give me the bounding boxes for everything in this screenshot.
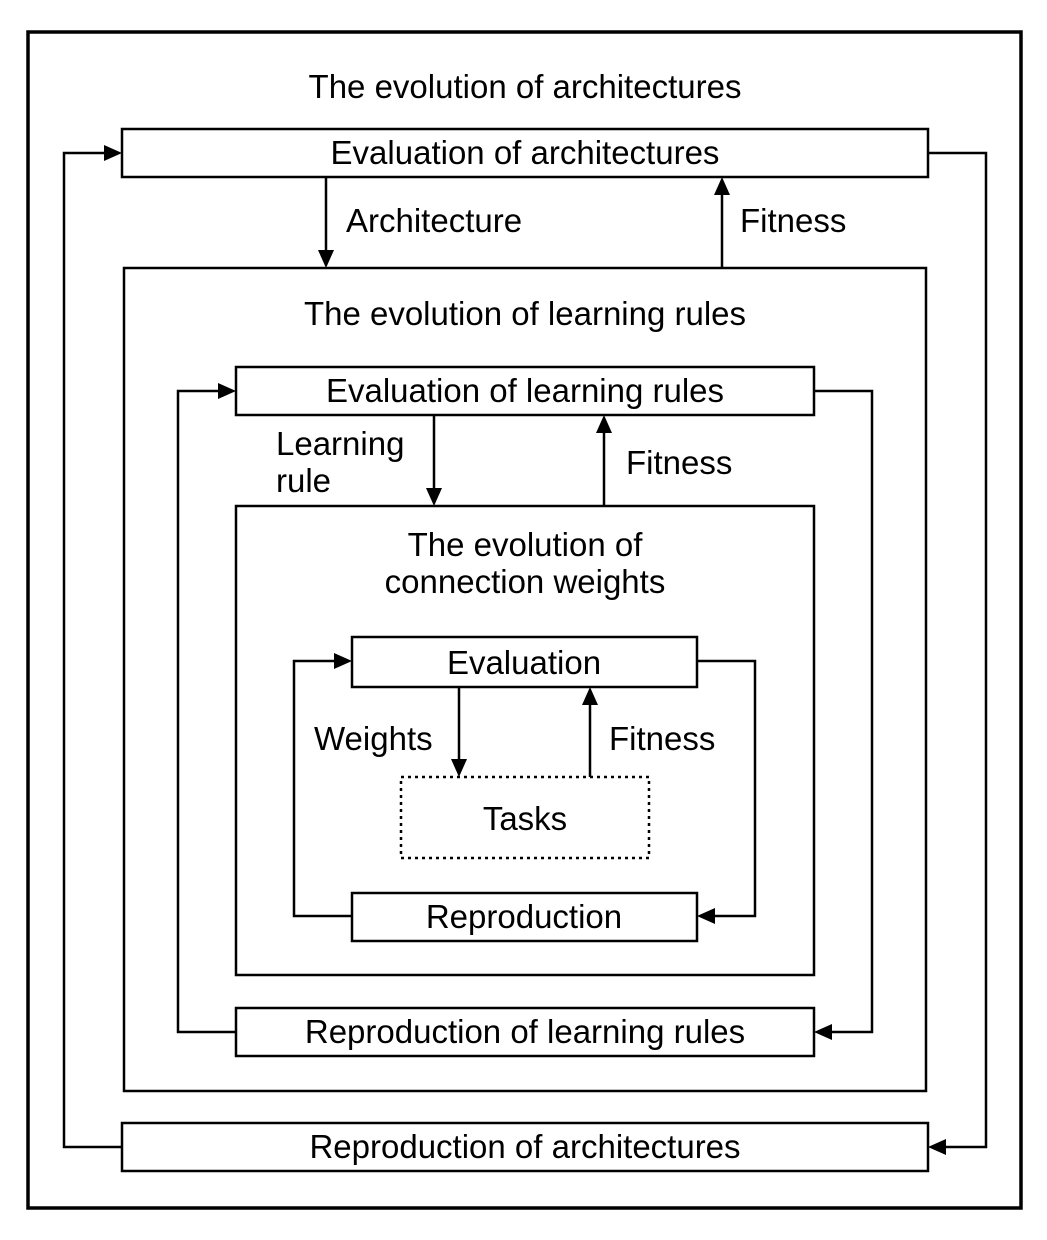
learning-rules-fitness-arrowhead: [596, 415, 612, 433]
evaluation-label: Evaluation: [447, 644, 601, 681]
architecture-arrowhead: [318, 250, 334, 268]
weights-arrowhead: [451, 759, 467, 777]
reproduction-of-architectures-box: [120, 1121, 930, 1173]
learning-rules-level-title: The evolution of learning rules: [304, 295, 746, 332]
evaluation-box: [350, 635, 699, 689]
evaluation-of-learning-rules-label: Evaluation of learning rules: [326, 372, 724, 409]
learning-rule-arrowhead: [426, 488, 442, 506]
tasks-label: Tasks: [483, 800, 567, 837]
learning-rules-fitness-label: Fitness: [626, 444, 732, 481]
reproduction-box: [350, 891, 699, 943]
learning-rules-left-loop-line: [176, 389, 236, 1034]
architecture-left-loop-arrowhead: [104, 145, 122, 161]
weights-label: Weights: [314, 720, 433, 757]
connection-weights-title-line1: The evolution of: [408, 526, 644, 563]
tasks-box: [399, 775, 651, 860]
evaluation-of-learning-rules-box: [234, 365, 816, 417]
learning-rule-label-line2: rule: [276, 462, 331, 499]
architecture-left-loop-line: [62, 151, 122, 1149]
weights-right-loop-arrowhead: [697, 908, 715, 924]
connection-weights-title-line2: connection weights: [385, 563, 666, 600]
connection-weights-frame: [234, 504, 816, 977]
learning-rules-left-loop-arrowhead: [218, 383, 236, 399]
reproduction-of-architectures-label: Reproduction of architectures: [309, 1128, 740, 1165]
architecture-level-title: The evolution of architectures: [309, 68, 742, 105]
weights-left-loop-line: [292, 659, 352, 918]
learning-rules-frame: [122, 266, 928, 1093]
reproduction-of-learning-rules-label: Reproduction of learning rules: [305, 1013, 745, 1050]
architecture-fitness-label: Fitness: [740, 202, 846, 239]
learning-rule-label-line1: Learning: [276, 425, 404, 462]
architecture-right-loop-arrowhead: [928, 1139, 946, 1155]
evaluation-of-architectures-label: Evaluation of architectures: [331, 134, 720, 171]
weights-left-loop-arrowhead: [334, 653, 352, 669]
weights-right-loop-line: [697, 659, 757, 918]
learning-rules-right-loop-arrowhead: [814, 1024, 832, 1040]
reproduction-of-learning-rules-box: [234, 1006, 816, 1058]
outer-frame: [26, 30, 1023, 1210]
architecture-arrow-label: Architecture: [346, 202, 522, 239]
reproduction-label: Reproduction: [426, 898, 622, 935]
architecture-right-loop-line: [928, 151, 988, 1149]
weights-fitness-label: Fitness: [609, 720, 715, 757]
learning-rules-right-loop-line: [814, 389, 874, 1034]
evaluation-of-architectures-box: [120, 127, 930, 179]
architecture-fitness-arrowhead: [714, 177, 730, 195]
weights-fitness-arrowhead: [582, 687, 598, 705]
